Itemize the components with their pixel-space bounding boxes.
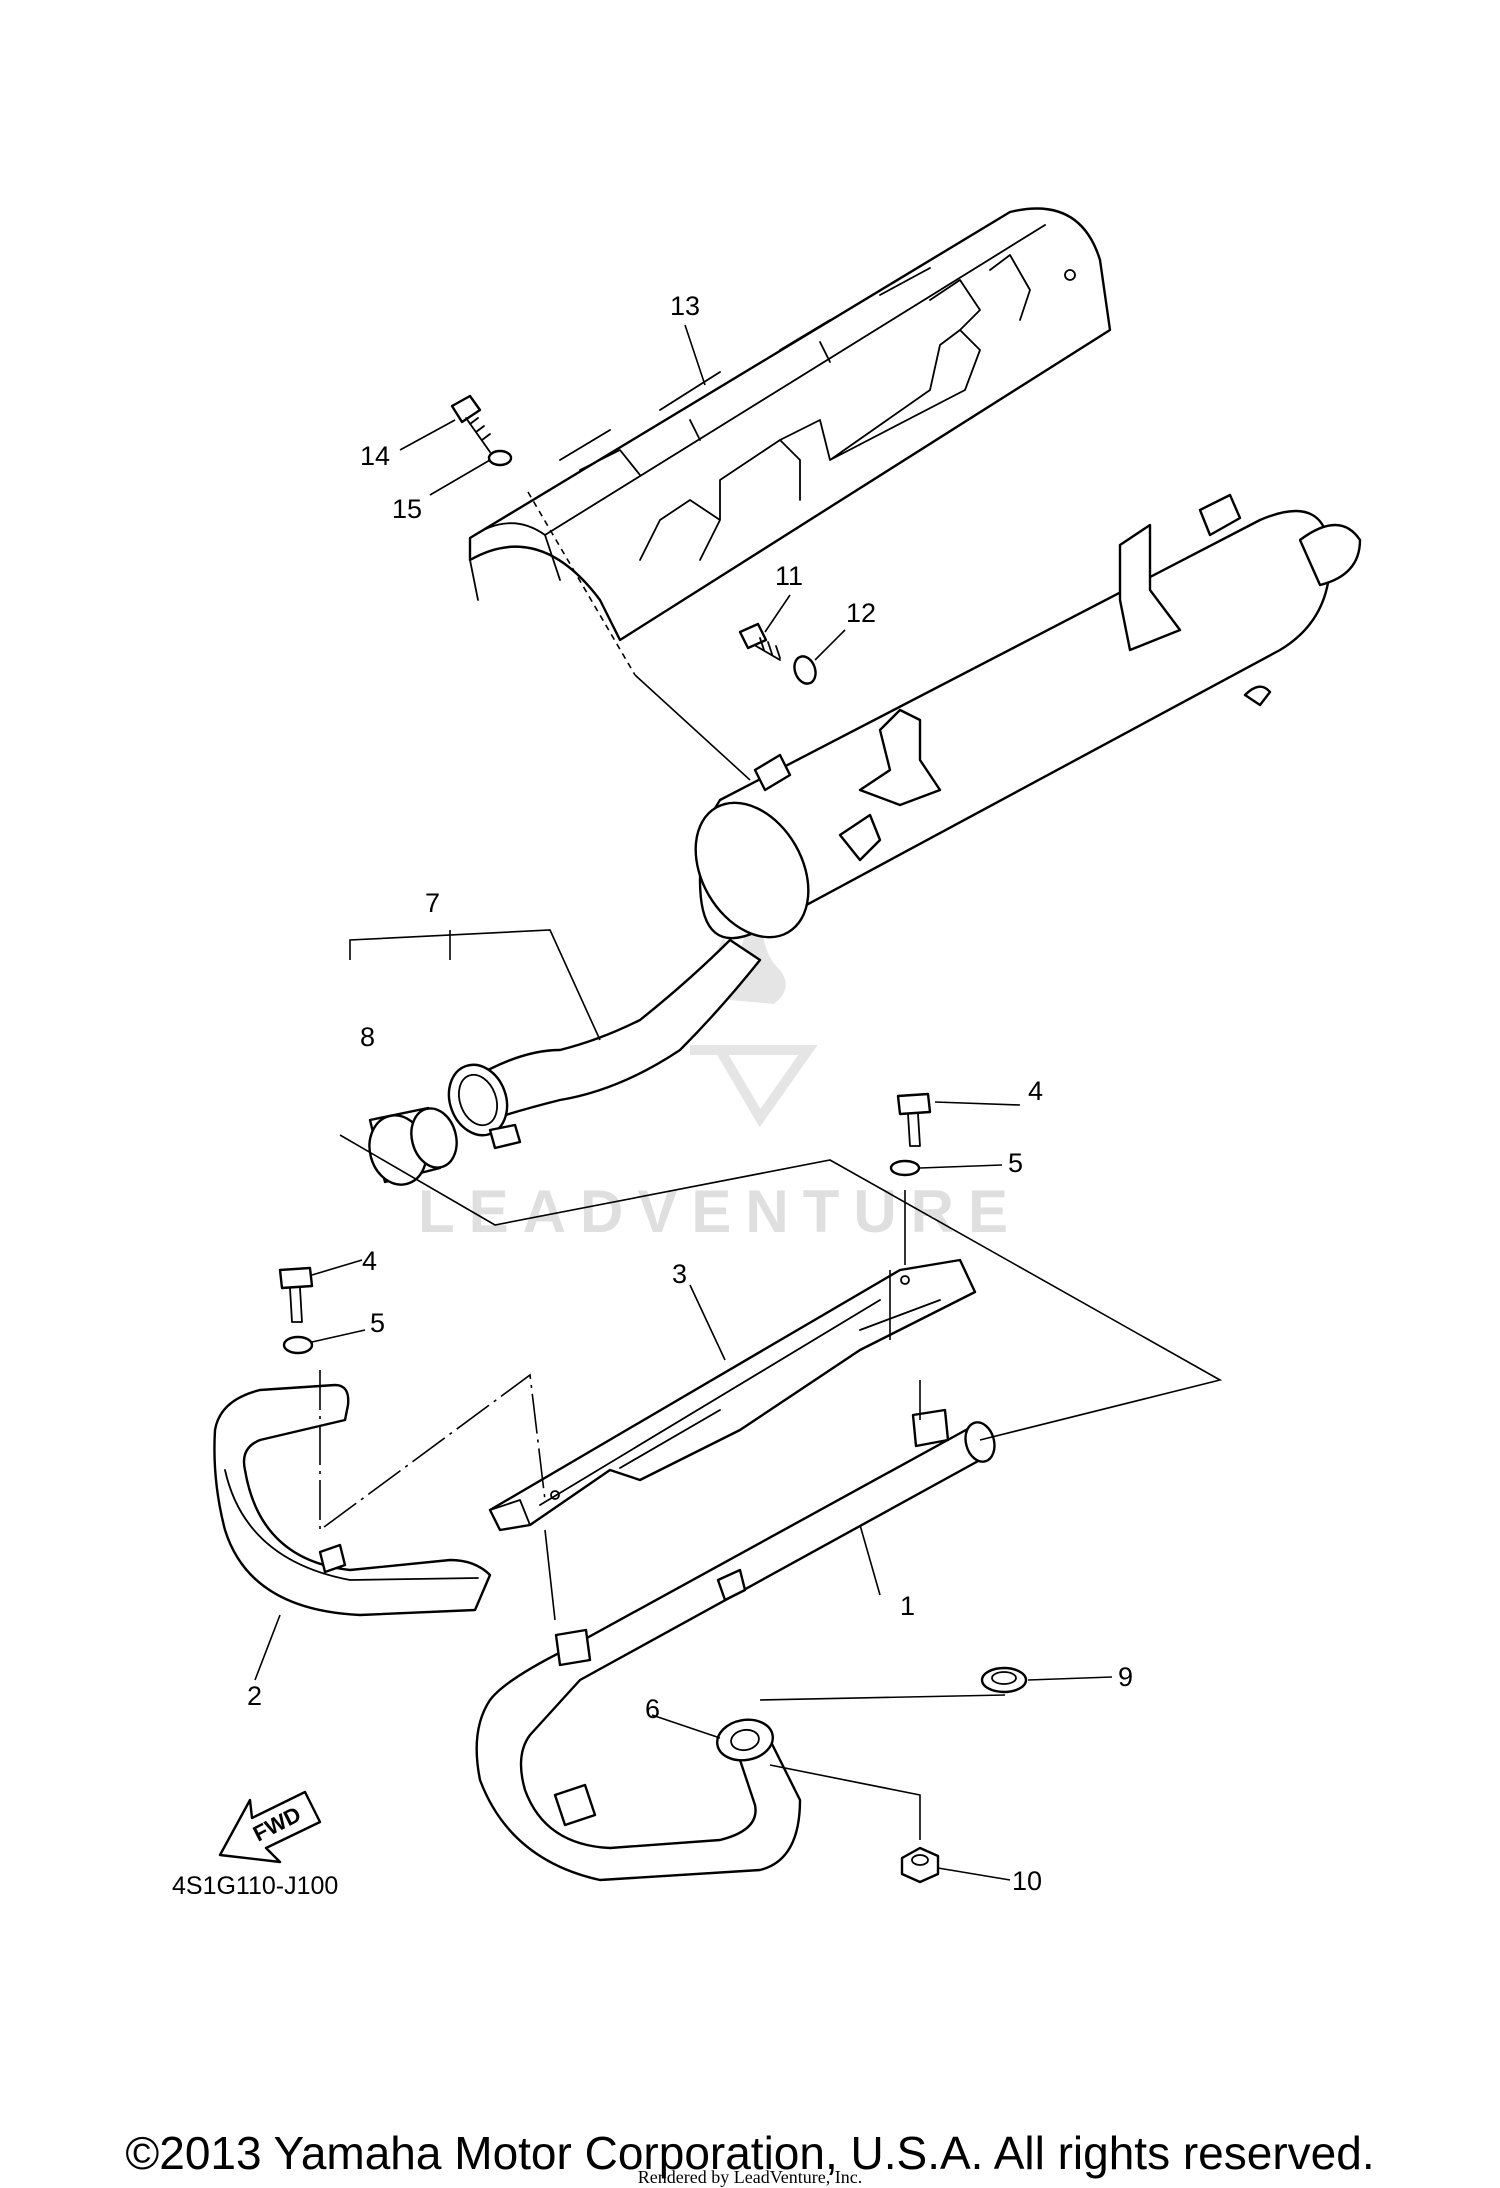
part-6-flange[interactable] [714, 1715, 776, 1764]
callout-11: 11 [775, 561, 803, 591]
part-11-bolt[interactable] [738, 622, 781, 661]
callout-6: 6 [645, 1694, 660, 1724]
part-1-exhaust-pipe[interactable] [475, 1408, 999, 1882]
part-4-bolt-lower[interactable] [278, 1266, 314, 1323]
callout-1: 1 [900, 1591, 915, 1621]
callout-15: 15 [392, 494, 422, 524]
part-3-pipe-protector[interactable] [488, 1258, 977, 1532]
part-2-protector[interactable] [213, 1383, 492, 1617]
part-7-muffler-assembly[interactable] [439, 493, 1362, 1150]
callout-numbers: 13 14 15 11 12 7 8 4 5 4 5 3 1 2 6 9 10 [247, 291, 1133, 1896]
callout-9: 9 [1118, 1662, 1133, 1692]
part-10-nut[interactable] [900, 1846, 940, 1884]
callout-4-upper: 4 [1028, 1076, 1043, 1106]
callout-5-lower: 5 [370, 1308, 385, 1338]
part-12-washer[interactable] [791, 653, 819, 686]
watermark-text: LEADVENTURE [418, 1178, 1022, 1245]
callout-5-upper: 5 [1008, 1148, 1023, 1178]
callout-14: 14 [360, 441, 390, 471]
part-5-washer-lower[interactable] [282, 1335, 314, 1355]
copyright-notice: ©2013 Yamaha Motor Corporation, U.S.A. A… [125, 2127, 1375, 2179]
leadventure-watermark: LEADVENTURE [418, 910, 1022, 1245]
part-13-muffler-protector[interactable] [468, 207, 1112, 642]
callout-10: 10 [1012, 1866, 1042, 1896]
callout-13: 13 [670, 291, 700, 321]
callout-7: 7 [425, 888, 440, 918]
part-4-bolt-upper[interactable] [896, 1092, 932, 1147]
part-9-gasket[interactable] [980, 1666, 1028, 1694]
reference-lines [319, 491, 1223, 1840]
diagram-code: 4S1G110-J100 [172, 1872, 338, 1900]
callout-3: 3 [672, 1259, 687, 1289]
callout-8: 8 [360, 1022, 375, 1052]
part-5-washer-upper[interactable] [889, 1159, 921, 1177]
part-14-bolt[interactable] [450, 394, 491, 453]
callout-12: 12 [846, 598, 876, 628]
callout-4-lower: 4 [362, 1246, 377, 1276]
fwd-arrow: FWD [218, 1790, 322, 1864]
rendered-by-text: Rendered by LeadVenture, Inc. [637, 2167, 863, 2187]
part-15-washer[interactable] [487, 449, 513, 467]
callout-leaders [254, 324, 1113, 1881]
callout-2: 2 [247, 1681, 262, 1711]
